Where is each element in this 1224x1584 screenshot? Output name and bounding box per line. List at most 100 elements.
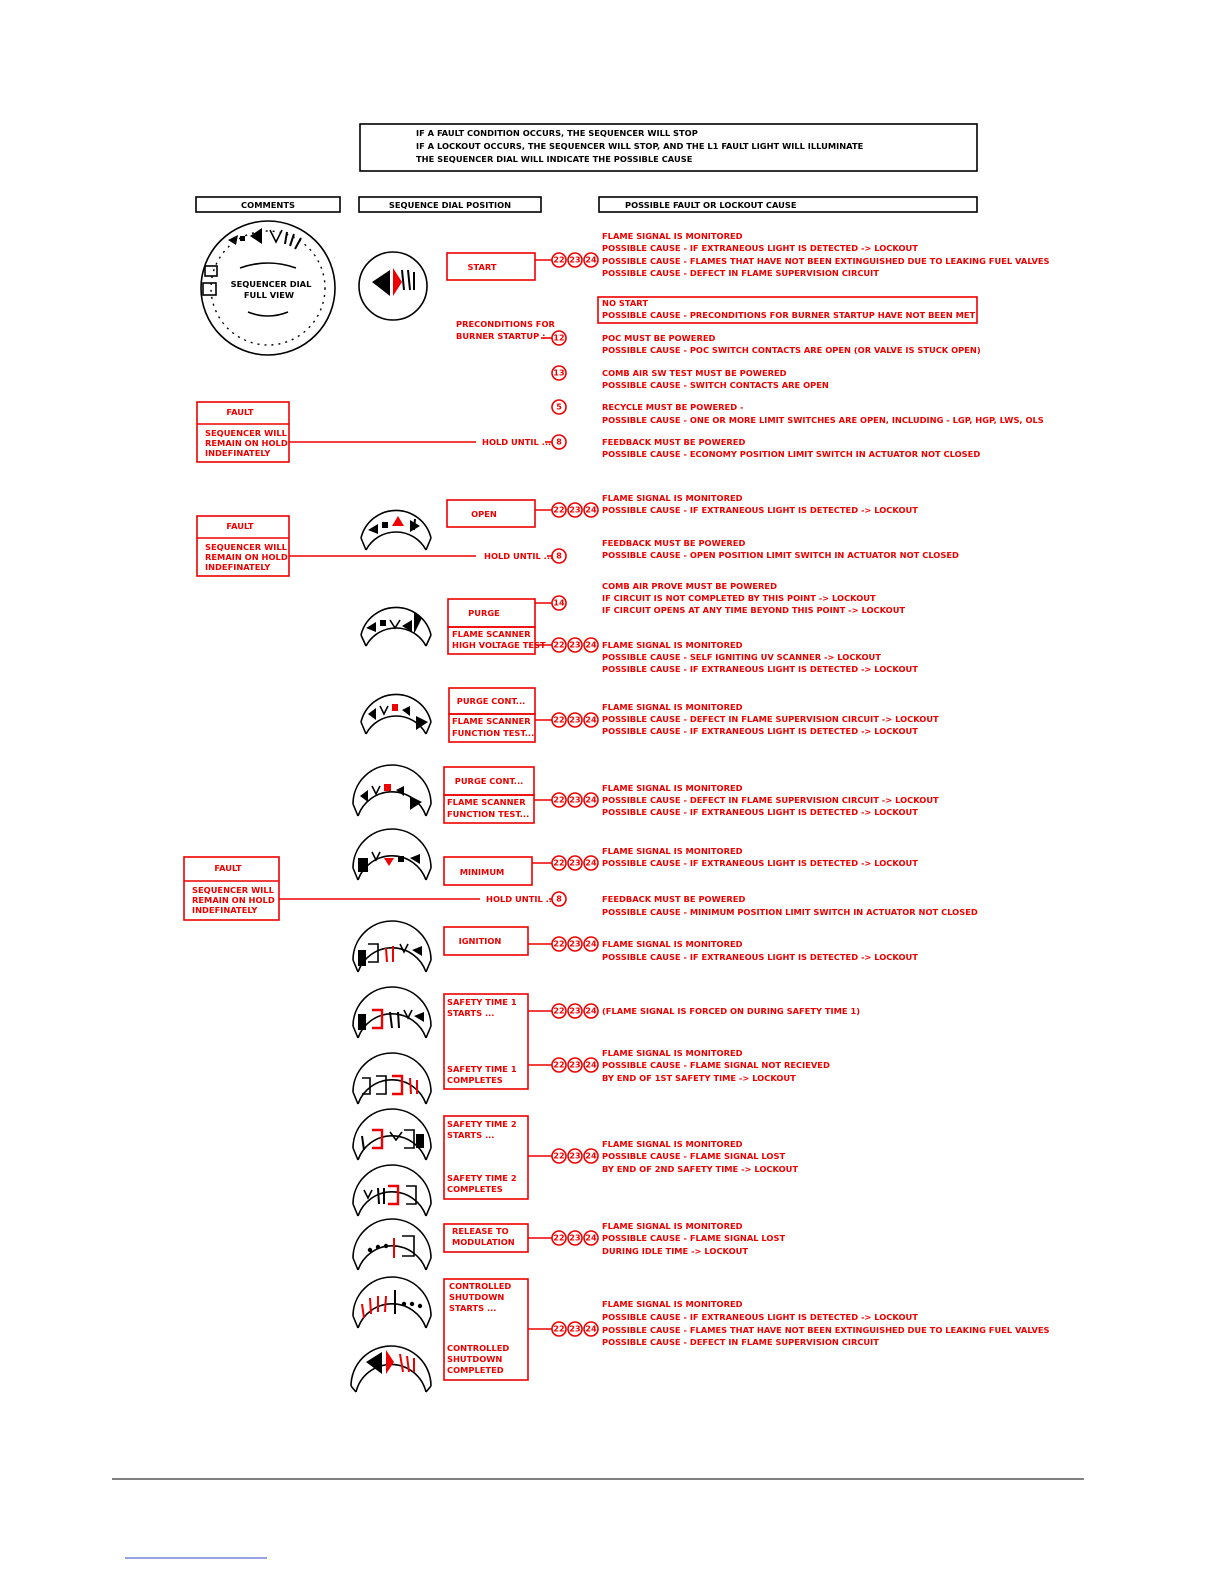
cause-line: FLAME SIGNAL IS MONITORED: [602, 1299, 743, 1309]
terminal-badge: 23: [569, 256, 580, 265]
fault-box-line: REMAIN ON HOLD: [205, 552, 288, 562]
terminal-badge: 22: [553, 940, 564, 949]
flame-badges: 22 23 24: [551, 855, 599, 871]
step-label-shutdown-end: COMPLETED: [447, 1365, 504, 1375]
cause-line: FLAME SIGNAL IS MONITORED: [602, 640, 743, 650]
terminal-badge: 23: [569, 1007, 580, 1016]
fault-box-line: SEQUENCER WILL: [192, 885, 275, 895]
step-label-purge-hv: HIGH VOLTAGE TEST: [452, 640, 546, 650]
cause-line: POSSIBLE CAUSE - POC SWITCH CONTACTS ARE…: [602, 345, 981, 355]
terminal-badge: 23: [569, 716, 580, 725]
header-note-3: THE SEQUENCER DIAL WILL INDICATE THE POS…: [416, 154, 693, 164]
cause-line: POSSIBLE CAUSE - IF EXTRANEOUS LIGHT IS …: [602, 952, 918, 962]
terminal-badge: 22: [553, 256, 564, 265]
column-header-comments-box: [195, 196, 341, 213]
fault-box-title: FAULT: [214, 863, 242, 873]
dial-purge-cont-2: [352, 764, 432, 817]
cause-line: FEEDBACK MUST BE POWERED: [602, 538, 745, 548]
cause-line: COMB AIR SW TEST MUST BE POWERED: [602, 368, 787, 378]
comb-prove-badge: 14: [551, 595, 567, 611]
dial-shutdown-start: [352, 1276, 432, 1329]
flame-badges: 22 23 24: [551, 712, 599, 728]
step-label-st1-end: SAFETY TIME 1: [447, 1064, 517, 1074]
terminal-badge: 22: [553, 1007, 564, 1016]
header-note-1: IF A FAULT CONDITION OCCURS, THE SEQUENC…: [416, 128, 698, 138]
step-box-purge-hv: [447, 626, 536, 655]
dial-purge-cont-1: [360, 693, 432, 735]
step-label-shutdown-start: CONTROLLED: [449, 1281, 511, 1291]
cause-line: POSSIBLE CAUSE - DEFECT IN FLAME SUPERVI…: [602, 714, 939, 724]
step-label-st2-start: STARTS ...: [447, 1130, 494, 1140]
cause-line: RECYCLE MUST BE POWERED -: [602, 402, 743, 412]
dial-start: [358, 251, 428, 321]
cause-line: POSSIBLE CAUSE - IF EXTRANEOUS LIGHT IS …: [602, 243, 918, 253]
hold-until-label: HOLD UNTIL ...: [484, 551, 553, 561]
step-label-purge-cont: PURGE CONT...: [455, 776, 524, 786]
cause-line: POSSIBLE CAUSE - MINIMUM POSITION LIMIT …: [602, 907, 978, 917]
step-label-function-test: FLAME SCANNER: [452, 716, 531, 726]
dial-release: [352, 1218, 432, 1271]
terminal-badge: 24: [585, 1234, 597, 1243]
step-box-minimum: [443, 856, 533, 886]
flame-badges: 22 23 24: [551, 1057, 599, 1073]
hold-until-label: HOLD UNTIL ...: [482, 437, 551, 447]
cause-line: POSSIBLE CAUSE - IF EXTRANEOUS LIGHT IS …: [602, 505, 918, 515]
cause-line: POSSIBLE CAUSE - FLAMES THAT HAVE NOT BE…: [602, 1325, 1050, 1335]
preconditions-label: BURNER STARTUP :: [456, 331, 545, 341]
cause-line: NO START: [602, 298, 648, 308]
terminal-badge: 23: [569, 1152, 580, 1161]
step-label-st2-end: SAFETY TIME 2: [447, 1173, 517, 1183]
cause-line: POSSIBLE CAUSE - PRECONDITIONS FOR BURNE…: [602, 310, 975, 320]
dial-safety-time-2-end: [352, 1164, 432, 1217]
fault-box-line: SEQUENCER WILL: [205, 542, 288, 552]
terminal-badge: 23: [569, 796, 580, 805]
flame-badges: 22 23 24: [551, 502, 599, 518]
terminal-badge: 13: [553, 369, 564, 378]
terminal-badge: 22: [553, 1152, 564, 1161]
dial-open: [360, 509, 432, 551]
feedback-badge: 8: [551, 434, 567, 450]
step-label-shutdown-end: CONTROLLED: [447, 1343, 509, 1353]
terminal-badge: 23: [569, 506, 580, 515]
step-box-purge-cont-2-ft: [443, 794, 535, 824]
step-label-shutdown-start: STARTS ...: [449, 1303, 496, 1313]
terminal-badge: 24: [585, 796, 597, 805]
flame-badges: 22 23 24: [551, 252, 599, 268]
cause-line: FLAME SIGNAL IS MONITORED: [602, 939, 743, 949]
terminal-badge: 23: [569, 940, 580, 949]
cause-line: POC MUST BE POWERED: [602, 333, 716, 343]
cause-line: POSSIBLE CAUSE - SWITCH CONTACTS ARE OPE…: [602, 380, 829, 390]
hold-until-label: HOLD UNTIL ...: [486, 894, 555, 904]
terminal-badge: 14: [553, 599, 565, 608]
cause-line: DURING IDLE TIME -> LOCKOUT: [602, 1246, 748, 1256]
flame-badges: 22 23 24: [551, 1321, 599, 1337]
dial-minimum: [352, 828, 432, 881]
step-label-st2-end: COMPLETES: [447, 1184, 503, 1194]
cause-line: FLAME SIGNAL IS MONITORED: [602, 702, 743, 712]
cause-line: POSSIBLE CAUSE - FLAME SIGNAL LOST: [602, 1151, 785, 1161]
flame-badges: 22 23 24: [551, 936, 599, 952]
column-header-fault-cause: POSSIBLE FAULT OR LOCKOUT CAUSE: [625, 200, 797, 210]
fault-box-title: FAULT: [226, 407, 254, 417]
terminal-badge: 22: [553, 1234, 564, 1243]
terminal-badge: 22: [553, 506, 564, 515]
flame-badges: 22 23 24: [551, 1003, 599, 1019]
terminal-badge: 23: [569, 1234, 580, 1243]
no-start-box: [597, 296, 978, 324]
step-box-safety-time-2: [443, 1115, 529, 1200]
terminal-badge: 8: [556, 895, 562, 904]
step-label-minimum: MINIMUM: [460, 867, 505, 877]
dial-ignition: [352, 920, 432, 973]
column-header-cause-box: [598, 196, 978, 213]
cause-line: FLAME SIGNAL IS MONITORED: [602, 493, 743, 503]
cause-line: POSSIBLE CAUSE - IF EXTRANEOUS LIGHT IS …: [602, 807, 918, 817]
flame-badges: 22 23 24: [551, 1148, 599, 1164]
cause-line: FLAME SIGNAL IS MONITORED: [602, 231, 743, 241]
preconditions-label: PRECONDITIONS FOR: [456, 319, 556, 329]
terminal-badge: 23: [569, 641, 580, 650]
fault-box-line: INDEFINATELY: [205, 562, 271, 572]
terminal-badge: 24: [585, 1325, 597, 1334]
terminal-badge: 22: [553, 1325, 564, 1334]
step-label-release: MODULATION: [452, 1237, 515, 1247]
